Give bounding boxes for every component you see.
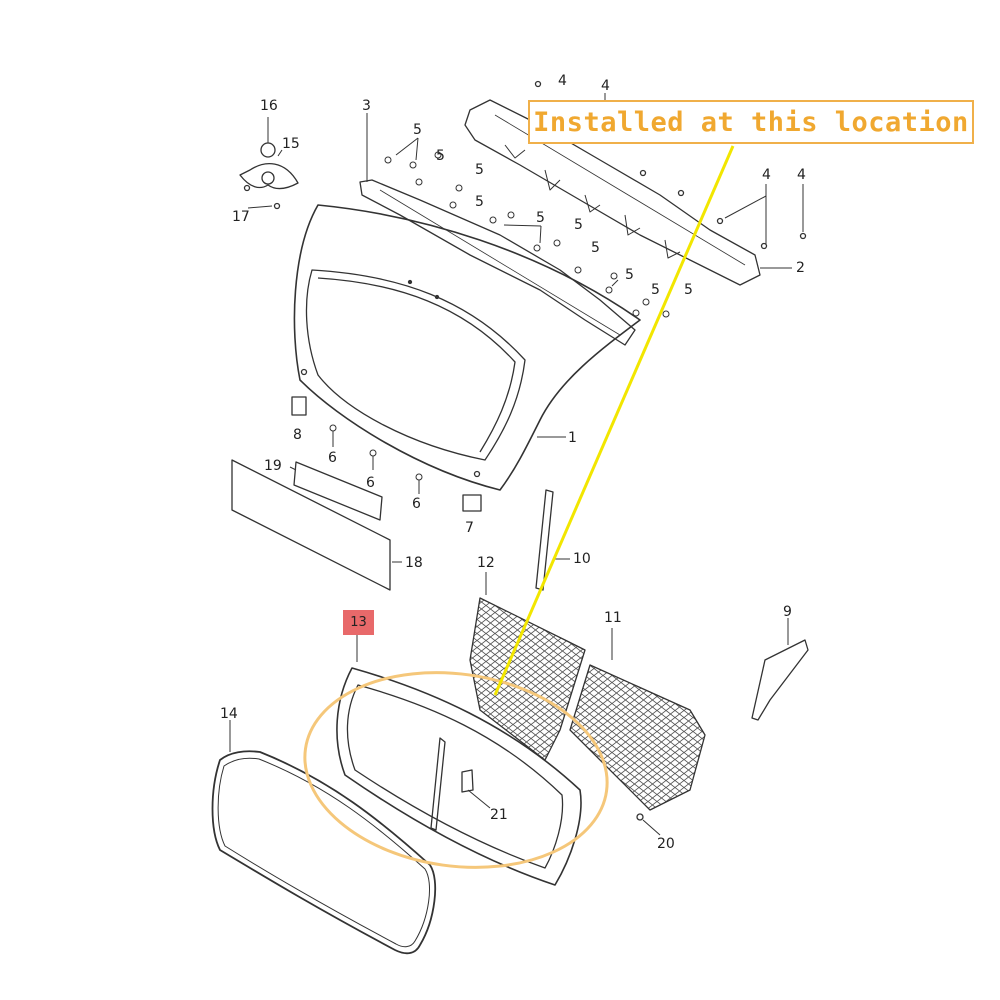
wing-badge-part-15 xyxy=(239,163,299,190)
part-label-12: 12 xyxy=(477,555,495,571)
part-label-19: 19 xyxy=(264,458,282,474)
part-label-4: 4 xyxy=(601,78,610,94)
part-label-17: 17 xyxy=(232,209,250,225)
part-label-1: 1 xyxy=(568,430,577,446)
part-label-4: 4 xyxy=(762,167,771,183)
trim-strip-part-10 xyxy=(535,489,554,591)
part-label-11: 11 xyxy=(604,610,622,626)
part-label-15: 15 xyxy=(282,136,300,152)
part-label-6: 6 xyxy=(366,475,375,491)
part-label-16: 16 xyxy=(260,98,278,114)
part-label-9: 9 xyxy=(783,604,792,620)
part-label-20: 20 xyxy=(657,836,675,852)
part-label-6: 6 xyxy=(328,450,337,466)
mesh-grille-part-12 xyxy=(469,597,586,761)
location-callout: Installed at this location xyxy=(528,100,974,144)
clip-part-8 xyxy=(291,396,307,416)
part-label-5: 5 xyxy=(475,162,484,178)
part-label-4: 4 xyxy=(558,73,567,89)
part-label-18: 18 xyxy=(405,555,423,571)
part-label-5: 5 xyxy=(536,210,545,226)
mesh-grille-part-11 xyxy=(569,664,706,811)
part-label-5: 5 xyxy=(625,267,634,283)
highlight-ellipse xyxy=(303,671,609,869)
part-label-10: 10 xyxy=(573,551,591,567)
part-label-7: 7 xyxy=(465,520,474,536)
emblem-part-16 xyxy=(260,142,276,158)
part-label-4: 4 xyxy=(797,167,806,183)
part-label-2: 2 xyxy=(796,260,805,276)
upper-bracket-part-3 xyxy=(359,179,636,346)
grille-frame-part-13 xyxy=(336,667,582,886)
part-label-5: 5 xyxy=(436,148,445,164)
part-label-6: 6 xyxy=(412,496,421,512)
part-label-5: 5 xyxy=(475,194,484,210)
part-label-5: 5 xyxy=(574,217,583,233)
part-label-5: 5 xyxy=(591,240,600,256)
part-label-21: 21 xyxy=(490,807,508,823)
part-label-14: 14 xyxy=(220,706,238,722)
gasket-part-14 xyxy=(211,750,437,955)
callout-text: Installed at this location xyxy=(533,106,969,138)
bracket-part-9 xyxy=(751,639,809,721)
highlighted-part-tag: 13 xyxy=(343,610,374,635)
part-label-5: 5 xyxy=(413,122,422,138)
part-label-3: 3 xyxy=(362,98,371,114)
part-label-5: 5 xyxy=(651,282,660,298)
leader-line xyxy=(493,145,735,696)
part-label-5: 5 xyxy=(684,282,693,298)
plate-panel-part-18 xyxy=(231,459,391,591)
plate-holder-part-19 xyxy=(293,461,383,521)
part-label-8: 8 xyxy=(293,427,302,443)
highlighted-part-number: 13 xyxy=(350,615,367,630)
grille-housing-part-1 xyxy=(293,204,641,491)
